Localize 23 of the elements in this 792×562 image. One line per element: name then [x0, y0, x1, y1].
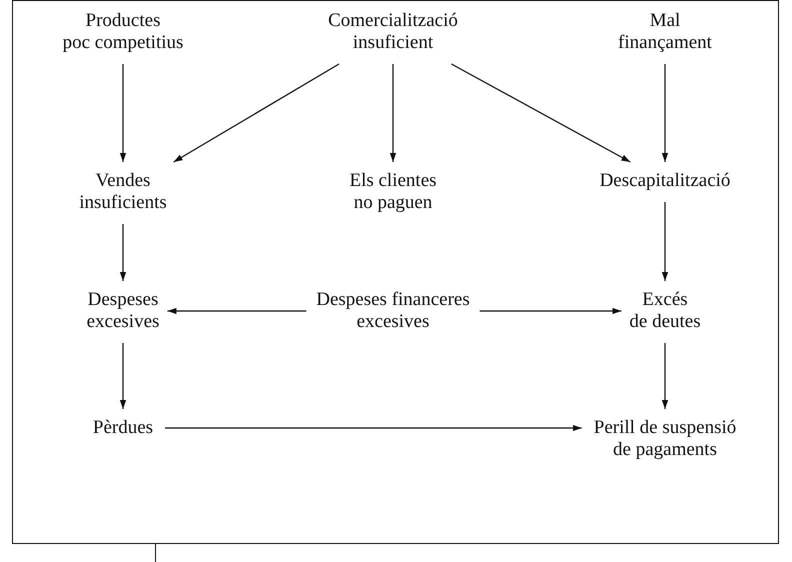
arrow [120, 343, 126, 409]
node-text: Mal finançament [618, 10, 712, 54]
node-text: Despeses excesives [86, 289, 160, 333]
arrow [662, 64, 668, 162]
node-text: Perill de suspensió de pagaments [594, 417, 736, 461]
node-text: Descapitalització [600, 170, 730, 192]
arrow [120, 64, 126, 162]
arrow [173, 63, 340, 163]
node-text: Productes poc competitius [62, 10, 184, 54]
arrow [451, 63, 631, 163]
arrow [662, 202, 668, 281]
arrow [167, 308, 306, 314]
arrow [390, 64, 396, 162]
node-text: Comercialització insuficient [328, 10, 458, 54]
node-text: Vendes insuficients [79, 170, 167, 214]
arrow [120, 224, 126, 281]
node-text: Despeses financeres excesives [316, 289, 470, 333]
arrow [165, 424, 582, 432]
arrow [480, 308, 622, 314]
node-text: Pèrdues [92, 417, 154, 439]
node-text: Excés de deutes [629, 289, 701, 333]
node-text: Els clientes no paguen [349, 170, 437, 214]
arrow [662, 343, 668, 409]
